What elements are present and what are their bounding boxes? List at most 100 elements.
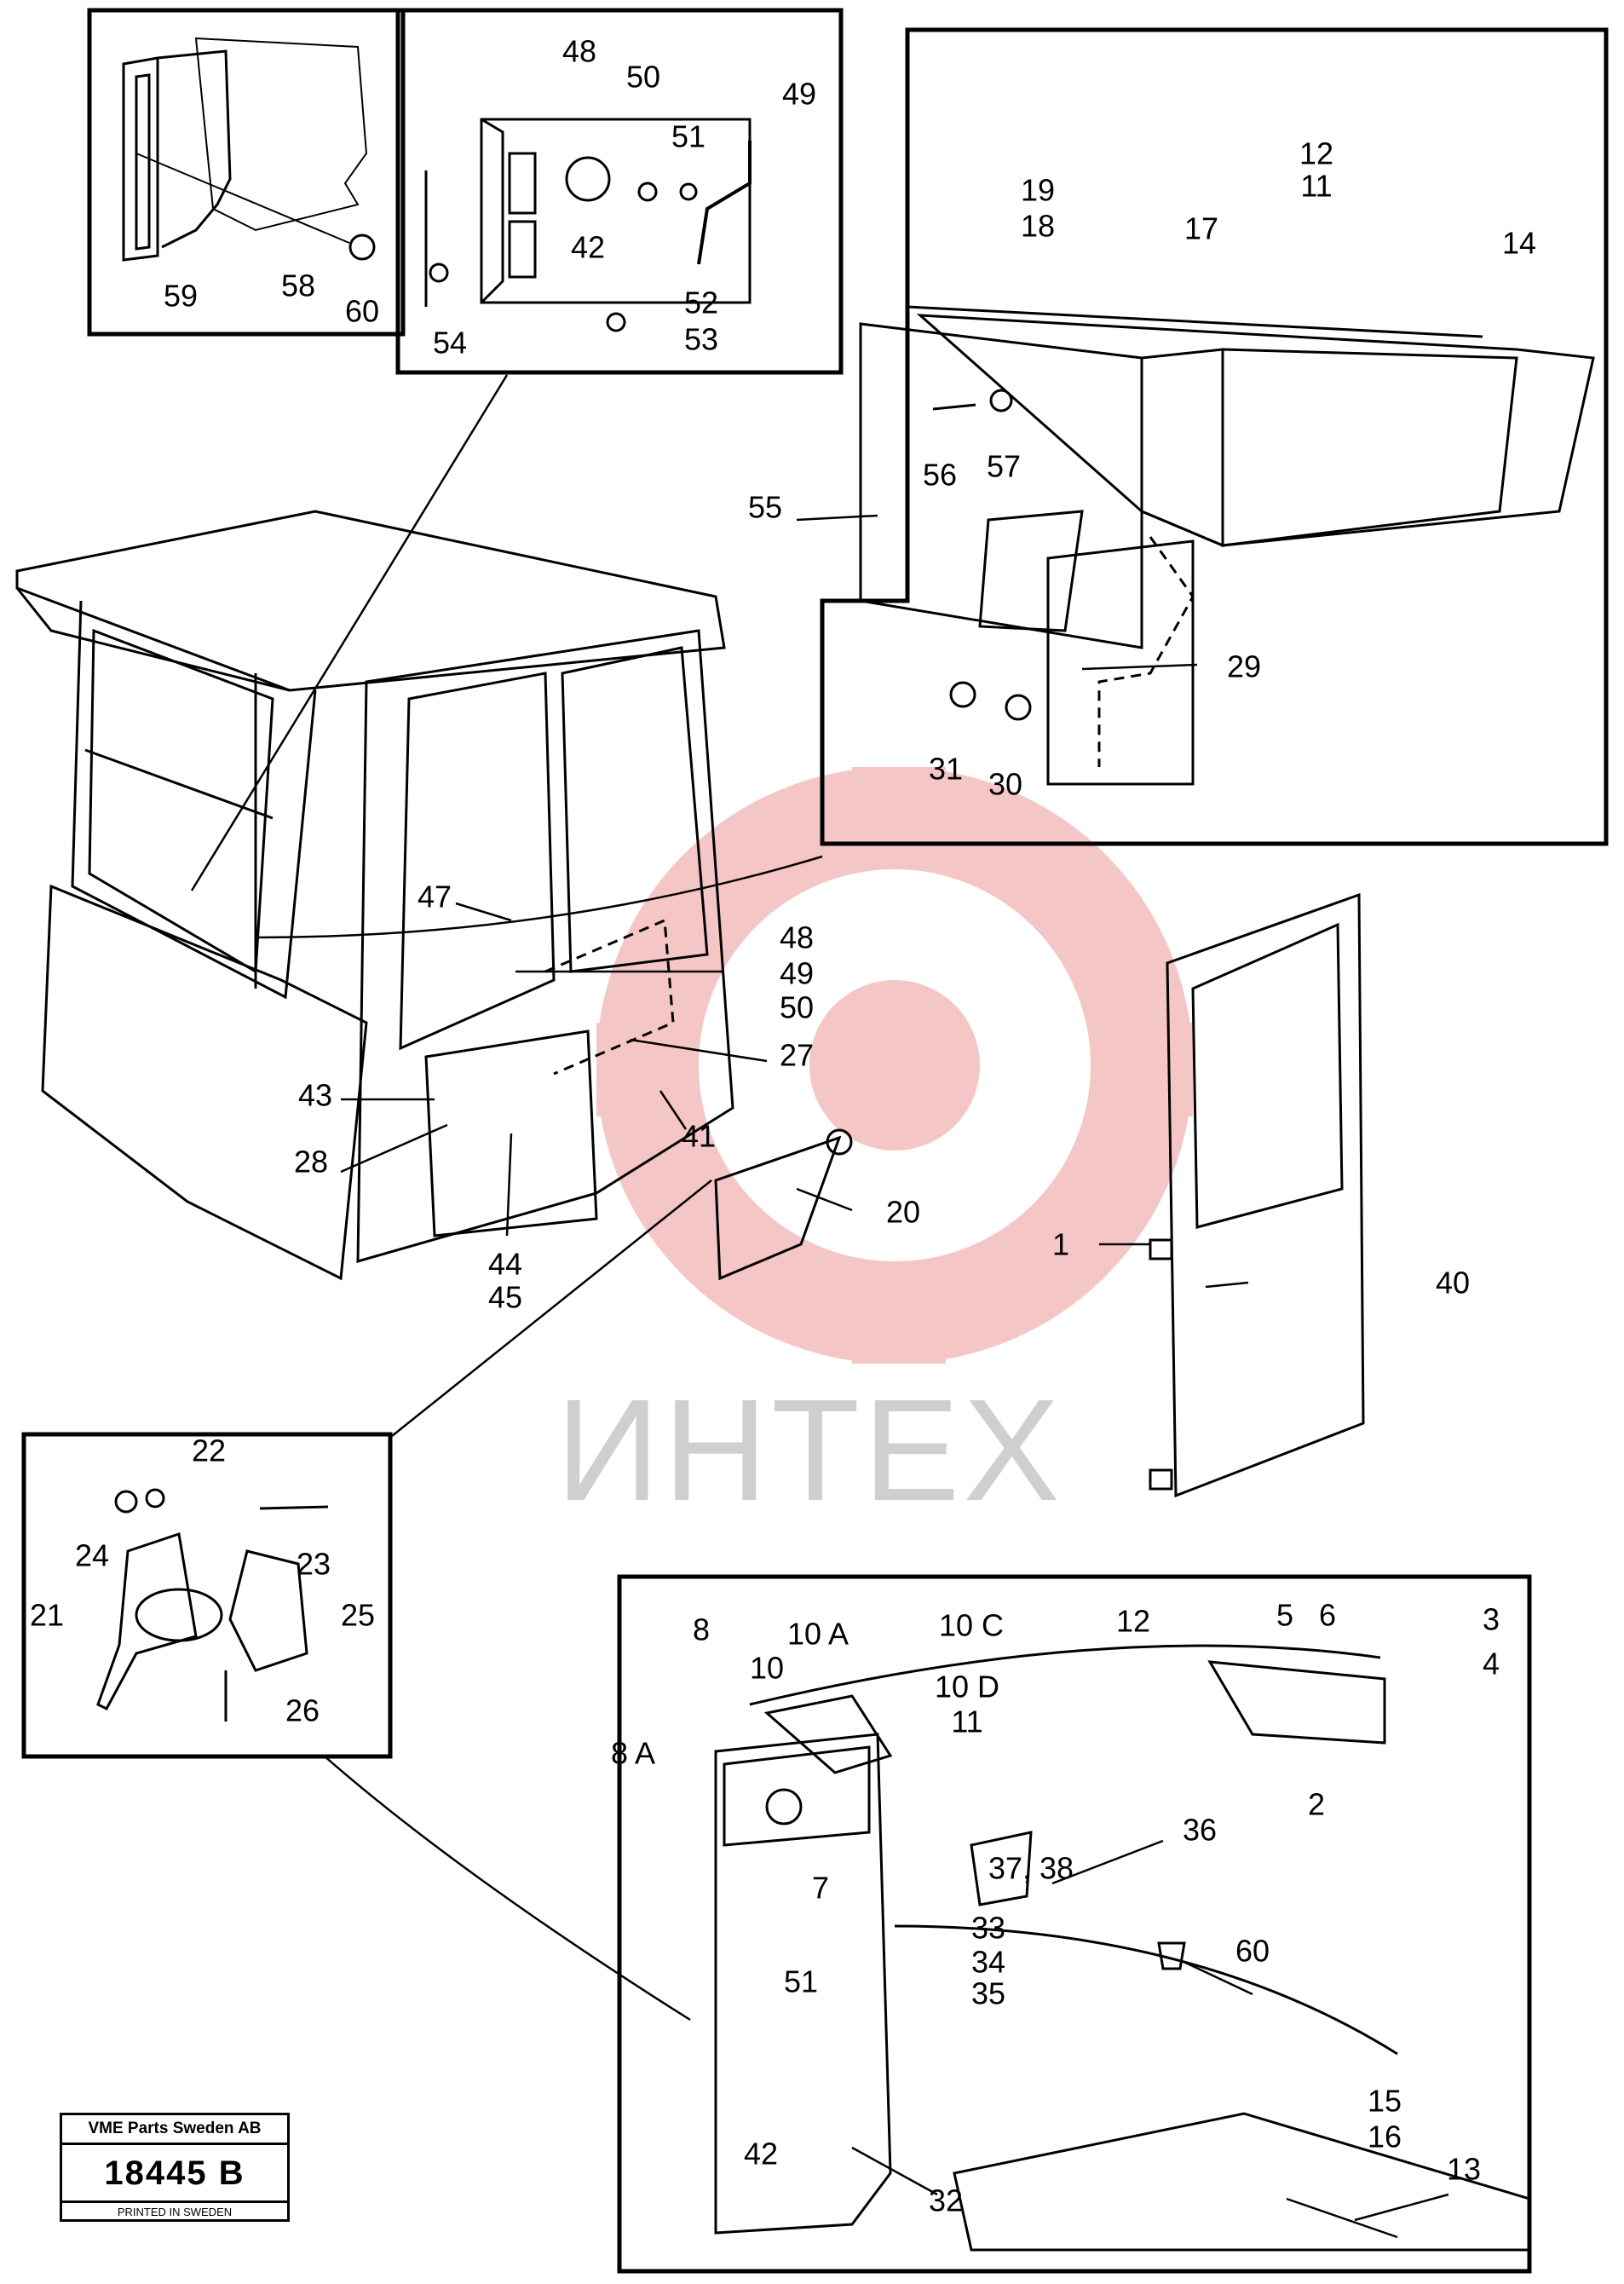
vent-64 (1157, 1941, 1186, 1970)
callout-52: 49 (782, 77, 816, 112)
callout-10a: 10 C (939, 1608, 1004, 1643)
callout-53: 50 (626, 60, 660, 95)
callout-23: 23 (297, 1547, 331, 1582)
callout-62: 59 (164, 279, 198, 314)
hinge (1149, 1468, 1173, 1491)
stamp-company: VME Parts Sweden AB (60, 2114, 290, 2145)
cab-floor-box (424, 1030, 598, 1237)
spring-coil (135, 1588, 223, 1642)
callout-1: 1 (1052, 1227, 1069, 1262)
callout-49: 50 (780, 990, 814, 1025)
duct-dashed (1097, 536, 1195, 767)
connector-curve (255, 855, 823, 939)
cab-roof (15, 510, 726, 692)
callout-19: 19 (1021, 173, 1055, 208)
callout-64: 60 (1235, 1934, 1270, 1969)
leader-line (630, 1038, 768, 1063)
callout-8: 8 (693, 1612, 710, 1647)
knob-20 (826, 1128, 853, 1156)
leader-line (505, 1133, 513, 1237)
callout-10: 10 (750, 1651, 784, 1686)
callout-6: 6 (1319, 1598, 1336, 1633)
callout-32: 32 (929, 2183, 963, 2218)
cover-20 (714, 1135, 842, 1281)
callout-36: 36 (1183, 1813, 1217, 1848)
callout-9: 10 A (787, 1617, 849, 1652)
callout-31: 31 (929, 752, 963, 787)
leader-line (190, 374, 509, 891)
bracket-plate (480, 118, 752, 304)
inset-frame (617, 1574, 1532, 2274)
callout-18: 18 (1021, 209, 1055, 244)
callout-14: 14 (1502, 226, 1536, 261)
callout-47: 48 (780, 920, 814, 955)
leader-line (659, 1090, 688, 1130)
callout-60: 57 (987, 449, 1021, 484)
door-39 (1149, 892, 1365, 1498)
latch-plate (96, 1532, 198, 1710)
watermark-gear-center (809, 980, 980, 1151)
callout-10d: 12 (1116, 1604, 1150, 1639)
callout-11: 13 (1447, 2152, 1481, 2187)
leader-line (391, 1179, 712, 1437)
callout-44: 45 (488, 1280, 522, 1315)
leader-line (1051, 1839, 1164, 1885)
washer-60 (989, 389, 1013, 412)
callout-54: 51 (671, 119, 705, 154)
washer-30 (1005, 694, 1032, 721)
callout-56: 53 (684, 322, 718, 357)
bracket-flange (480, 118, 504, 304)
inset-lock (21, 1432, 393, 1759)
leader-line (1081, 663, 1198, 671)
callout-58: 55 (748, 490, 782, 525)
callout-27: 27 (780, 1038, 814, 1073)
door-window (1191, 922, 1344, 1229)
inset-bracket (395, 8, 844, 375)
leader-line (796, 1187, 853, 1212)
callout-30: 30 (988, 767, 1022, 802)
callout-3: 3 (1483, 1602, 1500, 1637)
watermark-gear-tooth (852, 767, 946, 844)
callout-12: 15 (1368, 2084, 1402, 2119)
callout-24: 24 (75, 1538, 109, 1573)
callout-20: 20 (886, 1195, 920, 1230)
foam-block (194, 37, 368, 232)
inset-interior-panels (617, 1574, 1532, 2274)
panel-9 (763, 1694, 893, 1774)
nut (606, 312, 626, 332)
callout-5: 5 (1276, 1598, 1293, 1633)
knob-25 (228, 1549, 308, 1672)
seal-profile (122, 56, 159, 262)
callout-3738: 37, 38 (988, 1851, 1074, 1886)
watermark-text: ИНТЕХ (556, 1370, 1063, 1531)
callout-10b: 10 D (935, 1670, 999, 1704)
box-slope (1140, 348, 1224, 548)
watermark-gear-tooth (596, 1023, 673, 1116)
leader-line (1354, 2193, 1449, 2222)
dash-curve (749, 1644, 1381, 1706)
floor-mat-11 (953, 2112, 1531, 2252)
callout-17: 17 (1184, 211, 1218, 246)
callout-43: 44 (488, 1247, 522, 1282)
seal-profile-inner (135, 73, 151, 251)
hinge (1149, 1238, 1173, 1260)
callout-10c: 11 (951, 1704, 982, 1739)
door-outline (1166, 892, 1365, 1498)
screw-head (348, 234, 376, 261)
callout-26: 26 (285, 1693, 320, 1728)
inset-seal-panel (87, 8, 406, 337)
bolt-59 (932, 403, 976, 411)
cab-door-window (399, 672, 556, 1051)
inset-heater-box (820, 27, 1609, 846)
callout-40: 41 (682, 1119, 716, 1154)
inset-frame (87, 8, 406, 337)
washer-22 (145, 1488, 165, 1508)
callout-22: 22 (192, 1433, 226, 1468)
duct (1046, 539, 1195, 786)
leader-line (1286, 2197, 1398, 2239)
bolt-23 (259, 1505, 329, 1510)
callout-7: 7 (812, 1871, 829, 1906)
callout-16: 12 (1299, 136, 1333, 171)
callout-55: 52 (684, 286, 718, 320)
